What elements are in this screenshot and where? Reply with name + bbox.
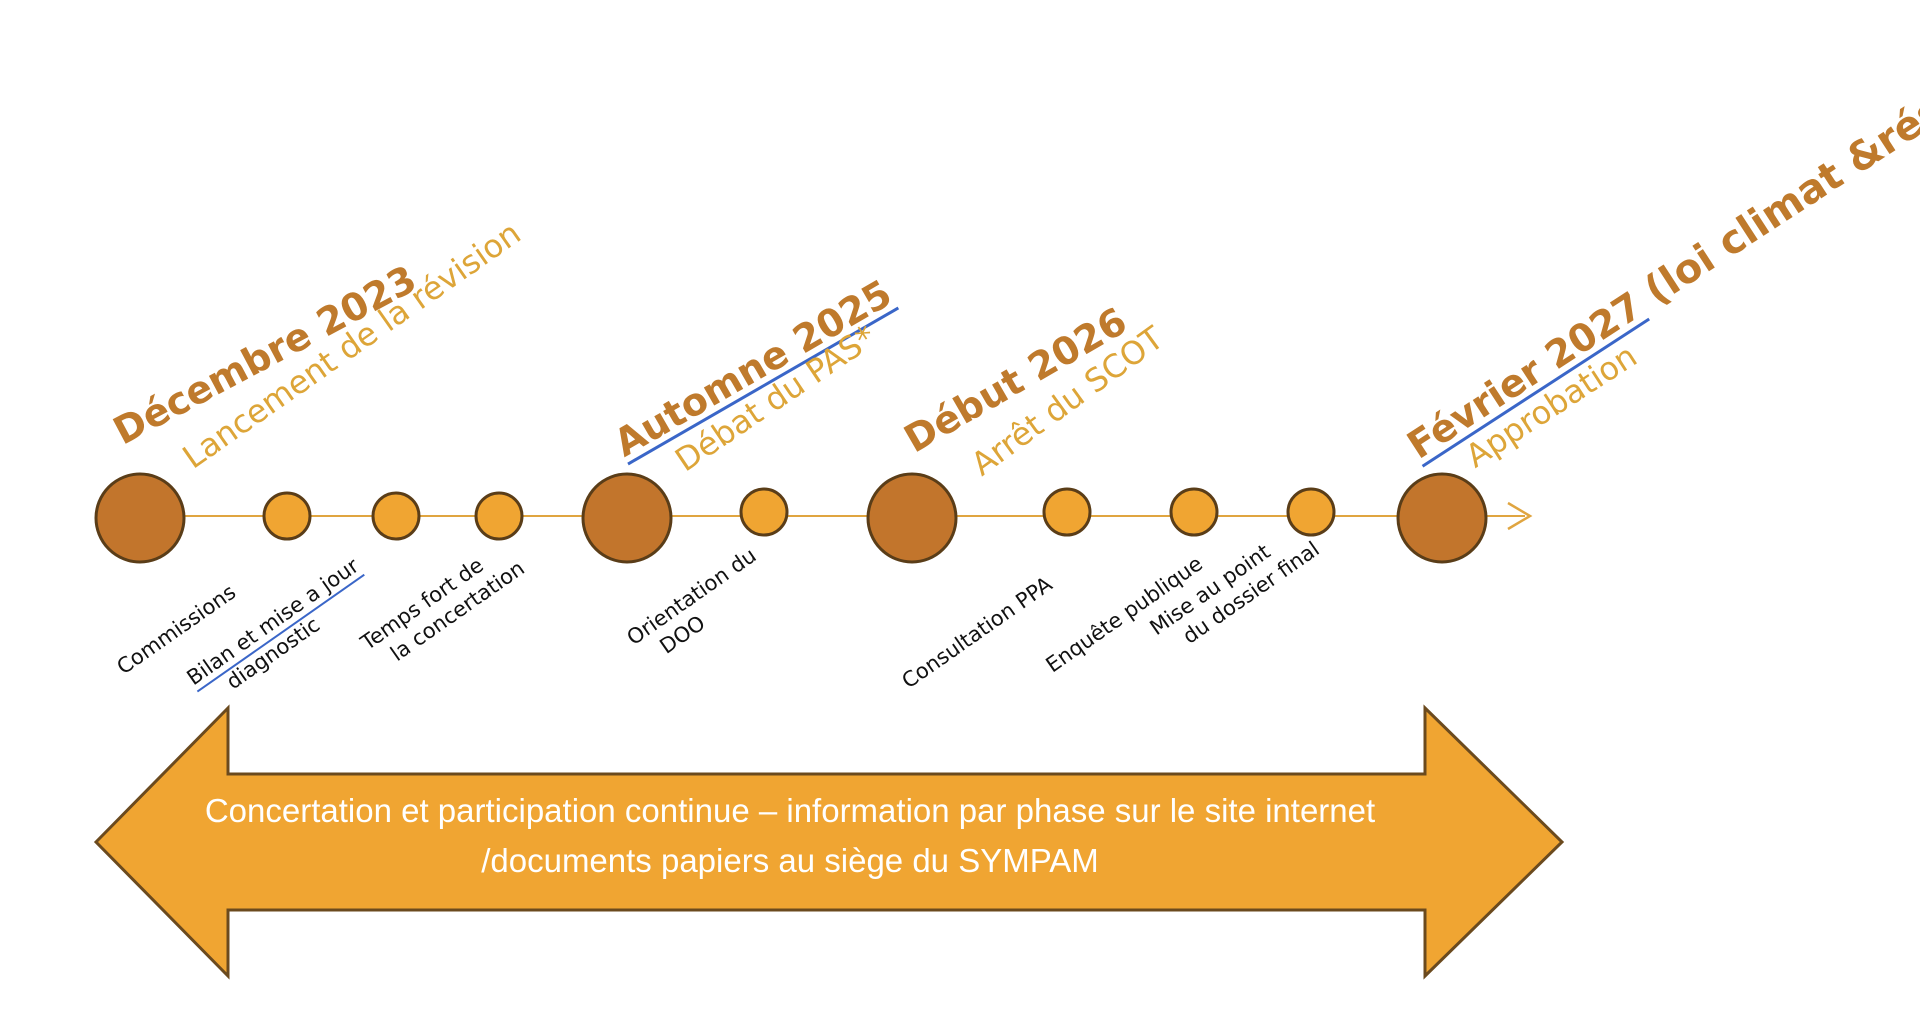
step-marker-mise-au-point	[1286, 487, 1336, 537]
milestone-marker-automne-2025	[581, 472, 673, 564]
step-marker-temps-fort	[474, 491, 524, 541]
milestone-marker-fevrier-2027	[1396, 472, 1488, 564]
step-marker-orientation-doo	[739, 487, 789, 537]
step-marker-bilan	[371, 491, 421, 541]
banner-line-2: /documents papiers au siège du SYMPAM	[481, 842, 1099, 879]
milestone-marker-debut-2026	[866, 472, 958, 564]
concertation-banner-arrow	[93, 704, 1565, 980]
step-marker-consultation-ppa	[1042, 487, 1092, 537]
banner-line-1: Concertation et participation continue –…	[204, 792, 1376, 829]
step-marker-enquete	[1169, 487, 1219, 537]
timeline-arrowhead	[1507, 501, 1533, 531]
step-marker-commissions	[262, 491, 312, 541]
concertation-banner-text: Concertation et participation continue –…	[140, 786, 1440, 886]
milestone-marker-dec-2023	[94, 472, 186, 564]
